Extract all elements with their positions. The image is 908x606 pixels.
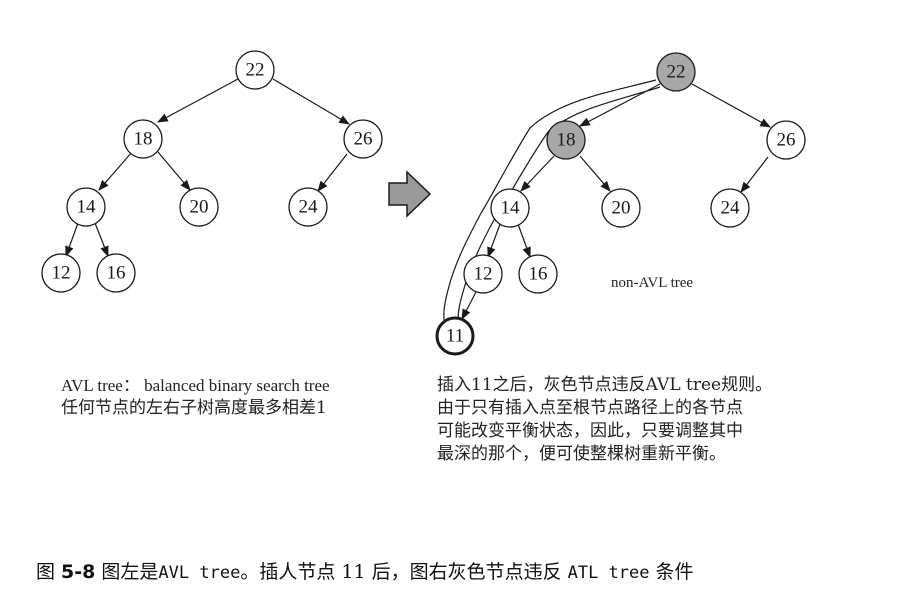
right-node-11-inserted: 11 <box>435 316 475 356</box>
caption-part1: 图左是 <box>95 561 159 583</box>
right-node-label: 12 <box>474 264 493 285</box>
left-node-20: 20 <box>179 187 219 227</box>
caption-part3: 条件 <box>649 561 694 583</box>
right-node-label: 24 <box>721 198 741 219</box>
non-avl-label: non-AVL tree <box>611 275 693 291</box>
left-node-16: 16 <box>96 253 136 293</box>
left-node-label: 12 <box>52 263 71 284</box>
left-node-26: 26 <box>343 119 383 159</box>
edge-r-12-11 <box>461 289 478 320</box>
left-node-14: 14 <box>66 187 106 227</box>
edge-r-22-26 <box>691 83 771 128</box>
edge-r-18-20 <box>579 155 611 192</box>
left-node-label: 14 <box>77 197 97 218</box>
edge-22-26 <box>272 78 350 125</box>
edge-18-20 <box>157 151 191 191</box>
edge-r-18-14 <box>520 155 555 192</box>
right-description: 插入11之后，灰色节点违反AVL tree规则。 由于只有插入点至根节点路径上的… <box>437 374 772 466</box>
figure-caption: 图 5-8 图左是AVL tree。插人节点 11 后，图右灰色节点违反 ATL… <box>36 557 694 584</box>
right-desc-line1: 插入11之后，灰色节点违反AVL tree规则。 <box>437 375 773 395</box>
edge-r-22-18 <box>579 83 661 127</box>
edge-14-12 <box>65 222 79 258</box>
left-node-label: 16 <box>107 263 126 284</box>
left-node-label: 22 <box>246 60 265 81</box>
insertion-path-outline <box>443 79 657 329</box>
left-node-label: 26 <box>354 129 373 150</box>
left-description: AVL tree： balanced binary search tree 任何… <box>61 374 330 420</box>
right-node-24: 24 <box>710 188 750 228</box>
edge-18-14 <box>98 151 133 191</box>
left-node-22: 22 <box>235 50 275 90</box>
right-node-label: 22 <box>667 62 686 83</box>
right-node-14: 14 <box>490 188 530 228</box>
right-node-label: 16 <box>529 264 548 285</box>
left-tree: 22 18 26 14 20 24 12 16 <box>41 50 383 293</box>
caption-prefix: 图 <box>36 561 62 583</box>
right-node-12: 12 <box>463 254 503 294</box>
caption-term2: ATL tree <box>567 563 650 583</box>
left-desc-line2: 任何节点的左右子树高度最多相差1 <box>61 398 327 418</box>
left-node-label: 24 <box>299 197 319 218</box>
right-node-label: 26 <box>777 130 796 151</box>
right-desc-line2: 由于只有插入点至根节点路径上的各节点 <box>437 398 743 418</box>
caption-figure-number: 5-8 <box>61 561 96 583</box>
right-node-16: 16 <box>518 254 558 294</box>
caption-part2: 。插人节点 11 后，图右灰色节点违反 <box>240 561 568 583</box>
edge-26-24 <box>317 153 348 192</box>
right-node-label: 18 <box>557 130 576 151</box>
transition-arrow-icon <box>388 170 432 218</box>
right-node-label: 11 <box>446 326 464 347</box>
left-node-18: 18 <box>123 119 163 159</box>
edge-r-14-16 <box>517 223 531 259</box>
right-node-22: 22 <box>656 52 696 92</box>
right-node-20: 20 <box>601 188 641 228</box>
right-desc-line4: 最深的那个，便可使整棵树重新平衡。 <box>437 444 726 464</box>
right-node-label: 14 <box>501 198 521 219</box>
left-node-label: 18 <box>134 129 153 150</box>
left-desc-line1: AVL tree： balanced binary search tree <box>61 376 330 395</box>
edge-22-18 <box>157 78 239 123</box>
left-node-12: 12 <box>41 253 81 293</box>
left-node-label: 20 <box>190 197 209 218</box>
caption-term1: AVL tree <box>158 563 241 583</box>
right-node-label: 20 <box>612 198 631 219</box>
right-desc-line3: 可能改变平衡状态，因此，只要调整其中 <box>437 421 743 441</box>
edge-r-26-24 <box>740 156 769 193</box>
right-node-26: 26 <box>766 120 806 160</box>
edge-r-14-12 <box>487 223 501 259</box>
left-node-24: 24 <box>288 187 328 227</box>
edge-14-16 <box>94 222 109 258</box>
right-tree: 22 18 26 14 20 24 12 16 11 non-AVL tree <box>435 52 806 356</box>
right-node-18: 18 <box>546 120 586 160</box>
